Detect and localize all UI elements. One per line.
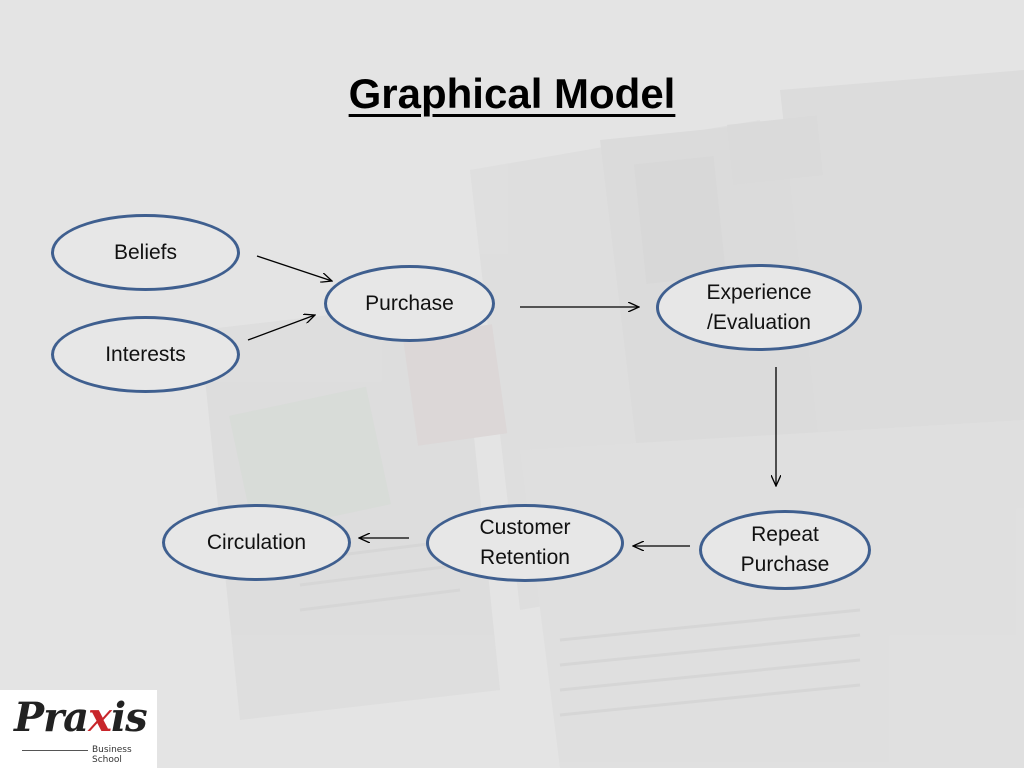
node-repeat-purchase: Repeat Purchase: [699, 510, 871, 590]
logo-subtitle: Business School: [92, 745, 132, 765]
node-experience-evaluation: Experience /Evaluation: [656, 264, 862, 351]
arrow-beliefs-to-purchase: [256, 255, 332, 281]
node-customer-retention: Customer Retention: [426, 504, 624, 582]
logo-rule: [22, 750, 88, 751]
node-circulation: Circulation: [162, 504, 351, 581]
arrow-interests-to-purchase: [247, 315, 315, 341]
node-purchase: Purchase: [324, 265, 495, 342]
praxis-logo: Praxis Business School: [0, 690, 157, 768]
node-interests: Interests: [51, 316, 240, 393]
logo-wordmark: Praxis: [14, 694, 148, 741]
node-beliefs: Beliefs: [51, 214, 240, 291]
page-title: Graphical Model: [348, 70, 676, 117]
